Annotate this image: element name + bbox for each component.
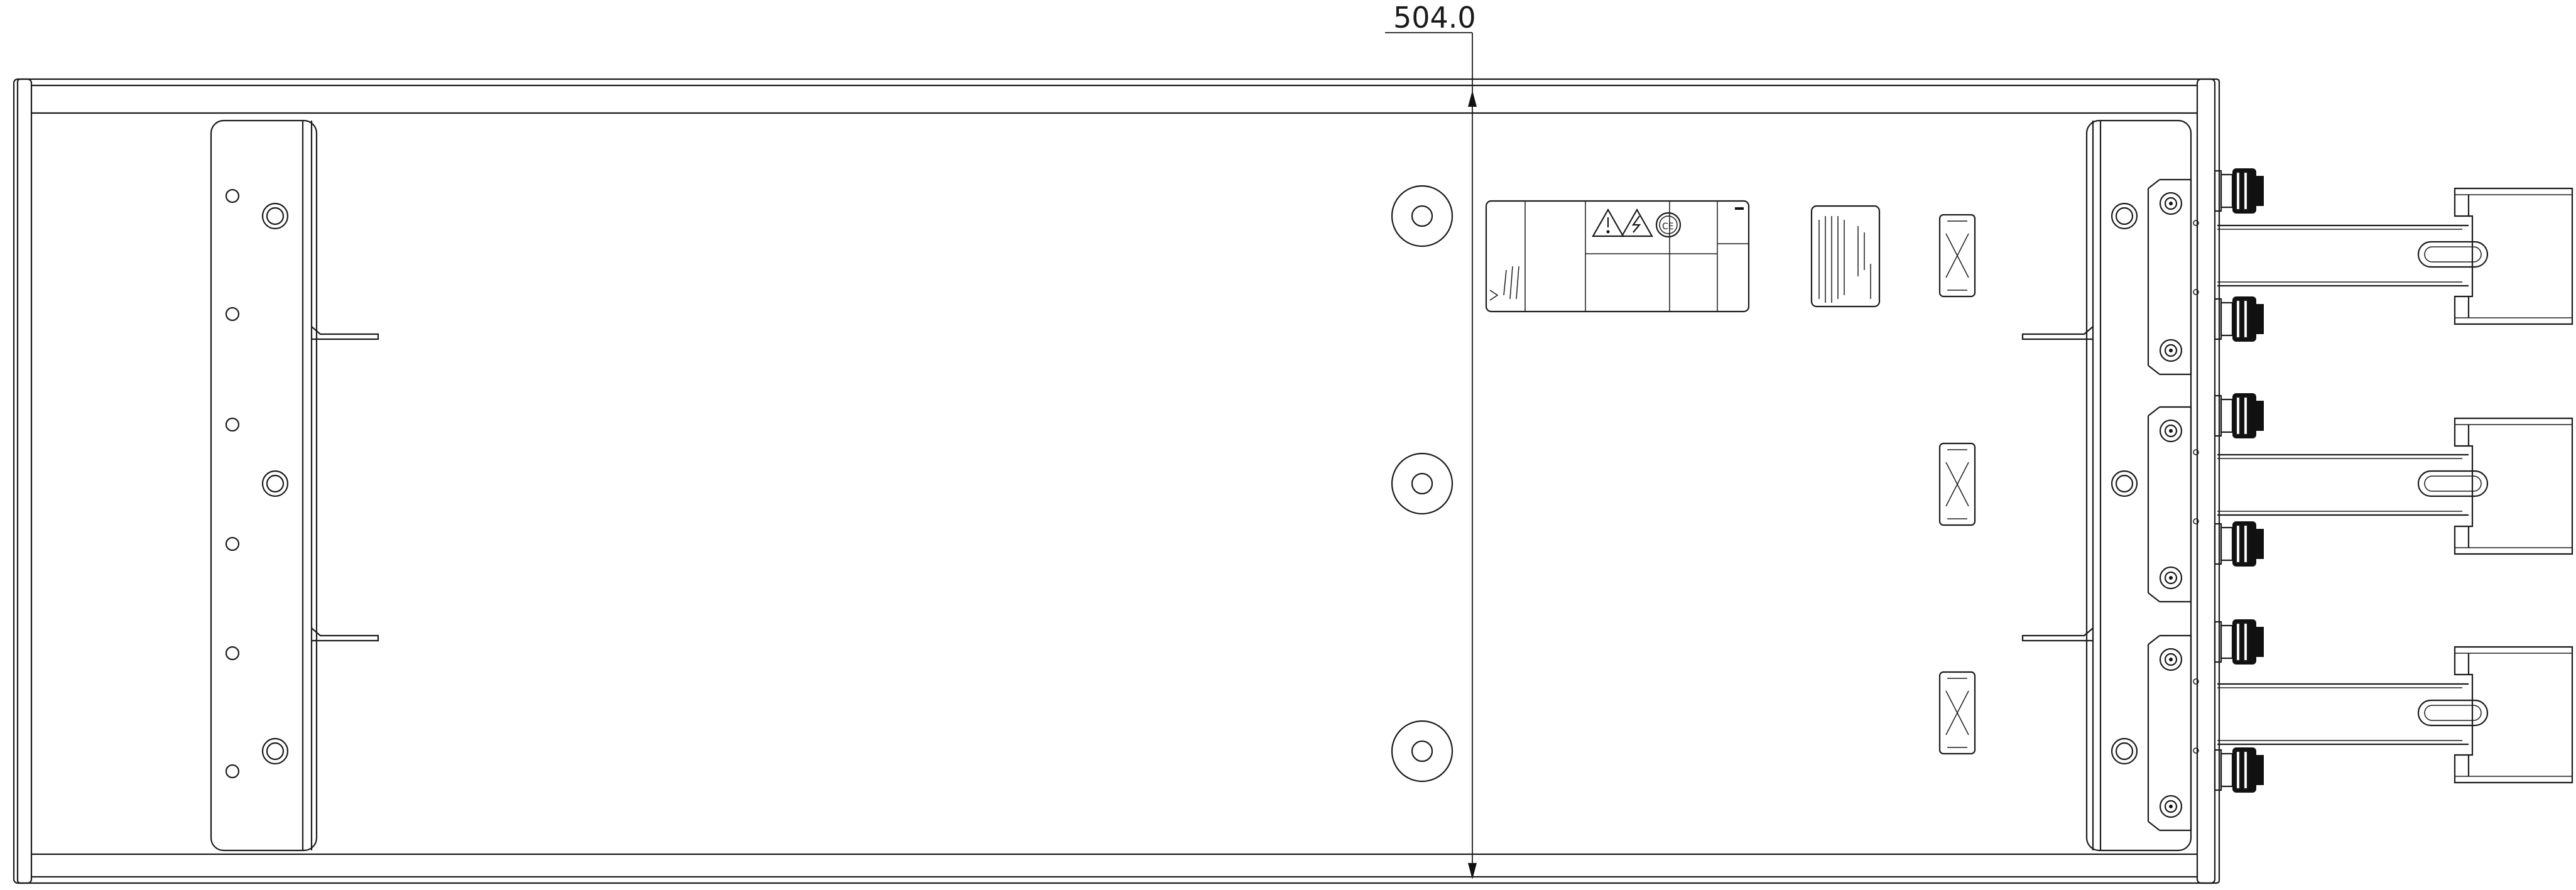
mount-point bbox=[1391, 185, 1454, 247]
grounding-label bbox=[1938, 442, 1976, 526]
cable-gland bbox=[2214, 168, 2264, 214]
grounding-label bbox=[1938, 671, 1976, 755]
connector-screw bbox=[2159, 566, 2183, 590]
connector-block bbox=[2147, 634, 2199, 832]
connector-screw bbox=[2159, 192, 2183, 215]
left-mounting-bracket bbox=[210, 119, 379, 852]
cable-gland bbox=[2214, 296, 2264, 342]
bracket-screw bbox=[261, 470, 289, 497]
cable-gland bbox=[2214, 619, 2264, 665]
mount-point bbox=[1391, 452, 1454, 515]
left-end-cap bbox=[13, 78, 33, 884]
cable-gland bbox=[2214, 393, 2264, 438]
terminal-block bbox=[2217, 417, 2573, 555]
mounting-slot bbox=[2417, 241, 2489, 268]
connector-screw bbox=[2159, 648, 2183, 671]
terminal-block bbox=[2217, 187, 2573, 325]
right-end-cap bbox=[2196, 78, 2216, 884]
cable-gland bbox=[2214, 747, 2264, 793]
cable-gland bbox=[2214, 521, 2264, 567]
mount-point bbox=[1391, 720, 1454, 783]
connector-block bbox=[2147, 178, 2199, 376]
bracket-screw bbox=[2111, 202, 2138, 230]
rating-label-plate: CE bbox=[1485, 200, 1750, 313]
hazard-warning-icon bbox=[1592, 208, 1624, 237]
bracket-screw bbox=[2111, 737, 2138, 765]
center-mount-points bbox=[1391, 185, 1454, 783]
housing-outer-frame bbox=[16, 78, 2220, 884]
dimension-label: 504.0 bbox=[1393, 1, 1476, 35]
dimension-504: 504.0 bbox=[1385, 1, 1477, 879]
grounding-label bbox=[1938, 214, 1976, 298]
connector-screw bbox=[2159, 419, 2183, 443]
bracket-screw bbox=[261, 202, 289, 230]
terminal-block bbox=[2217, 646, 2573, 784]
connector-block bbox=[2147, 406, 2199, 603]
svg-text:CE: CE bbox=[1662, 222, 1674, 232]
information-label bbox=[1810, 205, 1881, 308]
right-mounting-bracket bbox=[2021, 119, 2192, 852]
bracket-screw bbox=[2111, 470, 2138, 497]
mounting-slot bbox=[2417, 470, 2489, 497]
connector-screw bbox=[2159, 339, 2183, 362]
connector-column bbox=[2147, 168, 2573, 832]
connector-screw bbox=[2159, 795, 2183, 818]
ce-mark-icon: CE bbox=[1655, 212, 1682, 238]
bracket-screw bbox=[261, 737, 289, 765]
housing bbox=[13, 78, 2220, 884]
electric-shock-warning-icon bbox=[1621, 208, 1653, 237]
mounting-slot bbox=[2417, 699, 2489, 727]
